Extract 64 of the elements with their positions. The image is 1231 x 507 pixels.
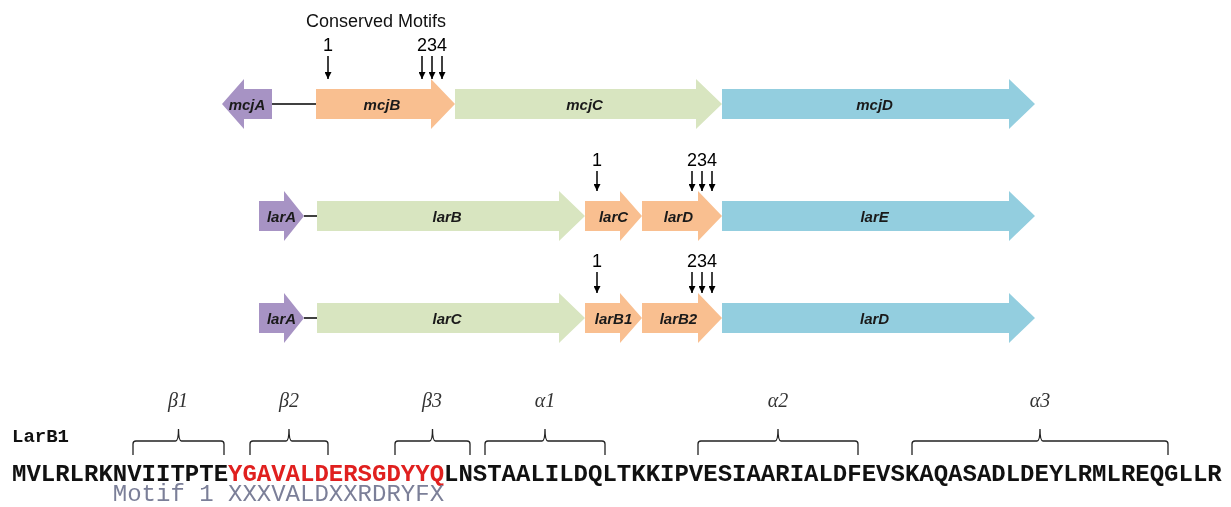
motif-number: 3 (697, 252, 707, 270)
motif-arrow (324, 55, 332, 80)
gene-name: larB (432, 207, 462, 225)
motif-arrow (688, 170, 696, 192)
motif-number: 3 (427, 36, 437, 54)
gene-symbol (259, 191, 304, 241)
motif-arrow (428, 55, 436, 80)
motif-number: 2 (687, 252, 697, 270)
motif-number: 3 (697, 151, 707, 169)
gene-symbol (722, 191, 1035, 241)
motif-arrow (708, 271, 716, 294)
structure-label: α1 (534, 389, 556, 411)
gene-name: larE (860, 207, 889, 225)
protein-name: LarB1 (12, 425, 69, 450)
gene-name: larC (432, 309, 462, 327)
motif-arrow (698, 271, 706, 294)
motif-arrow (438, 55, 446, 80)
gene-name: larA (266, 207, 297, 225)
motif-arrow (698, 170, 706, 192)
gene-name: mcjB (363, 95, 401, 113)
motif-number: 1 (323, 36, 333, 54)
gene-name: mcjC (566, 95, 603, 113)
gene-symbol (585, 293, 642, 343)
gene-symbol (455, 79, 722, 129)
gene-name: larB1 (594, 309, 633, 327)
heading: Conserved Motifs (306, 11, 447, 31)
structure-label: β1 (168, 389, 188, 411)
motif-number: 1 (592, 252, 602, 270)
motif-number: 4 (707, 252, 717, 270)
gene-name: larC (598, 207, 629, 225)
structure-label: α3 (1029, 389, 1051, 411)
gene-symbol (642, 293, 722, 343)
motif-arrow (688, 271, 696, 294)
motif-arrow (593, 271, 601, 294)
gene-name: larB2 (659, 309, 698, 327)
motif-arrow (708, 170, 716, 192)
gene-symbol (585, 191, 642, 241)
connector-line (271, 103, 317, 105)
gene-symbol (722, 293, 1035, 343)
gene-name: larD (663, 207, 693, 225)
gene-symbol (642, 191, 722, 241)
connector-line (303, 215, 318, 217)
structure-label: α2 (767, 389, 789, 411)
gene-symbol (317, 191, 585, 241)
gene-symbol (316, 79, 455, 129)
motif-number: 2 (687, 151, 697, 169)
gene-symbol (222, 79, 272, 129)
motif-number: 1 (592, 151, 602, 169)
connector-line (303, 317, 318, 319)
sequence-text: LNSTAALILDQLTKKIPVESIAARIALDFEVSKAQASADLDEYLRMLREQGLLR (444, 462, 1222, 488)
motif-arrow (418, 55, 426, 80)
motif-arrow (593, 170, 601, 192)
gene-symbol (317, 293, 585, 343)
gene-name: larD (860, 309, 890, 327)
gene-symbol (259, 293, 304, 343)
motif-number: 4 (437, 36, 447, 54)
motif-number: 2 (417, 36, 427, 54)
motif-number: 4 (707, 151, 717, 169)
gene-name: mcjD (856, 95, 893, 113)
structure-label: β2 (279, 389, 299, 411)
gene-symbol (722, 79, 1035, 129)
gene-name: larA (266, 309, 297, 327)
structure-label: β3 (422, 389, 442, 411)
gene-name: mcjA (228, 95, 266, 113)
